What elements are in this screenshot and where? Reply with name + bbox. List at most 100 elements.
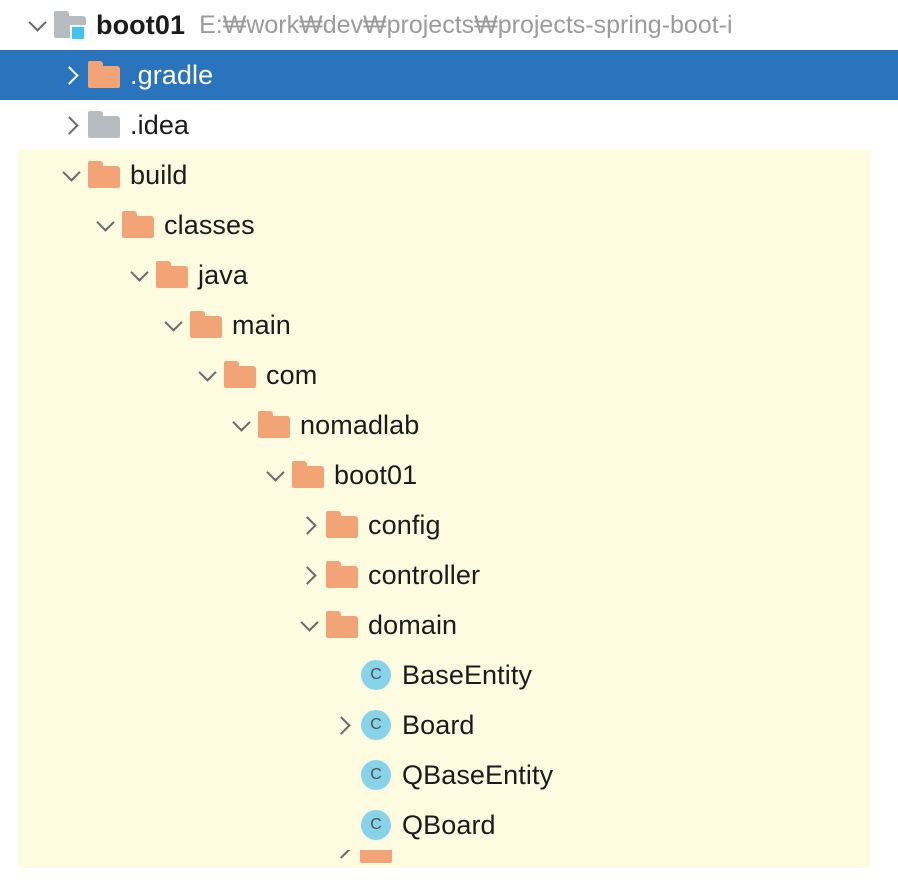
folder-icon (188, 309, 226, 341)
tree-row-idea[interactable]: .idea (0, 100, 898, 150)
java-class-icon-letter: C (361, 660, 391, 690)
tree-row-com[interactable]: com (0, 350, 898, 400)
chevron-down-icon[interactable] (294, 610, 324, 640)
tree-row-build[interactable]: build (0, 150, 898, 200)
tree-row-domain[interactable]: domain (0, 600, 898, 650)
tree-row-nomadlab[interactable]: nomadlab (0, 400, 898, 450)
tree-row-label: boot01 (96, 9, 186, 40)
java-class-icon: C (358, 709, 396, 741)
tree-row-baseentity[interactable]: C BaseEntity (0, 650, 898, 700)
tree-row-qbaseentity[interactable]: C QBaseEntity (0, 750, 898, 800)
folder-body (156, 266, 188, 288)
folder-icon (86, 59, 124, 91)
tree-row-boot01[interactable]: boot01 E:₩work₩dev₩projects₩projects-spri… (0, 0, 898, 50)
folder-body (88, 116, 120, 138)
folder-body (88, 66, 120, 88)
chevron-down-icon[interactable] (226, 410, 256, 440)
tree-spacer (328, 810, 358, 840)
folder-icon (290, 459, 328, 491)
folder-icon (358, 850, 396, 866)
folder-tab (326, 561, 341, 568)
folder-body (224, 366, 256, 388)
tree-row-label: QBoard (402, 809, 496, 840)
folder-body (326, 516, 358, 538)
folder-icon (222, 359, 260, 391)
folder-icon (154, 259, 192, 291)
tree-row-label: main (232, 309, 291, 340)
folder-tab (258, 411, 273, 418)
tree-row-main[interactable]: main (0, 300, 898, 350)
chevron-down-icon[interactable] (192, 360, 222, 390)
folder-body (360, 850, 392, 863)
folder-tab (326, 511, 341, 518)
tree-spacer (328, 660, 358, 690)
tree-row-qboard[interactable]: C QBoard (0, 800, 898, 850)
chevron-right-icon[interactable] (328, 710, 358, 740)
tree-row-label: BaseEntity (402, 659, 533, 690)
chevron-right-icon[interactable] (56, 60, 86, 90)
java-class-icon-letter: C (361, 810, 391, 840)
chevron-down-icon[interactable] (124, 260, 154, 290)
tree-row-label: controller (368, 559, 481, 590)
tree-row-label: config (368, 509, 441, 540)
folder-icon (256, 409, 294, 441)
folder-tab (326, 611, 341, 618)
chevron-right-icon[interactable] (328, 850, 358, 864)
folder-icon (120, 209, 158, 241)
folder-body (292, 466, 324, 488)
folder-icon (324, 609, 362, 641)
chevron-down-icon[interactable] (90, 210, 120, 240)
folder-icon-gray (86, 109, 124, 141)
folder-tab (54, 11, 69, 18)
tree-row-label: .idea (130, 109, 190, 140)
folder-tab (190, 311, 205, 318)
folder-tab (88, 111, 103, 118)
tree-row-java[interactable]: java (0, 250, 898, 300)
folder-body (326, 566, 358, 588)
chevron-right-icon[interactable] (294, 510, 324, 540)
tree-row-classes[interactable]: classes (0, 200, 898, 250)
tree-row-partial[interactable] (0, 850, 898, 868)
java-class-icon-letter: C (361, 710, 391, 740)
tree-row-label: domain (368, 609, 458, 640)
java-class-icon: C (358, 759, 396, 791)
folder-tab (122, 211, 137, 218)
chevron-down-icon[interactable] (260, 460, 290, 490)
tree-row-boot01[interactable]: boot01 (0, 450, 898, 500)
tree-row-gradle[interactable]: .gradle (0, 50, 898, 100)
folder-body (190, 316, 222, 338)
chevron-right-icon[interactable] (56, 110, 86, 140)
folder-tab (88, 161, 103, 168)
chevron-down-icon[interactable] (22, 10, 52, 40)
folder-tab (292, 461, 307, 468)
module-icon (52, 9, 90, 41)
chevron-down-icon[interactable] (56, 160, 86, 190)
tree-row-controller[interactable]: controller (0, 550, 898, 600)
tree-row-label: .gradle (130, 59, 214, 90)
folder-icon (86, 159, 124, 191)
folder-tab (156, 261, 171, 268)
folder-icon (324, 559, 362, 591)
tree-row-label: com (266, 359, 318, 390)
tree-row-label: QBaseEntity (402, 759, 554, 790)
folder-body (122, 216, 154, 238)
tree-spacer (328, 760, 358, 790)
tree-row-config[interactable]: config (0, 500, 898, 550)
folder-body (88, 166, 120, 188)
folder-tab (224, 361, 239, 368)
tree-row-label: nomadlab (300, 409, 420, 440)
folder-body (258, 416, 290, 438)
module-badge-icon (70, 25, 86, 41)
project-tree-rows: boot01 E:₩work₩dev₩projects₩projects-spri… (0, 0, 898, 868)
folder-icon (324, 509, 362, 541)
tree-row-label: build (130, 159, 188, 190)
tree-row-label: java (198, 259, 248, 290)
java-class-icon: C (358, 659, 396, 691)
project-path-label: E:₩work₩dev₩projects₩projects-spring-boo… (199, 10, 733, 39)
java-class-icon-letter: C (361, 760, 391, 790)
java-class-icon: C (358, 809, 396, 841)
chevron-down-icon[interactable] (158, 310, 188, 340)
chevron-right-icon[interactable] (294, 560, 324, 590)
